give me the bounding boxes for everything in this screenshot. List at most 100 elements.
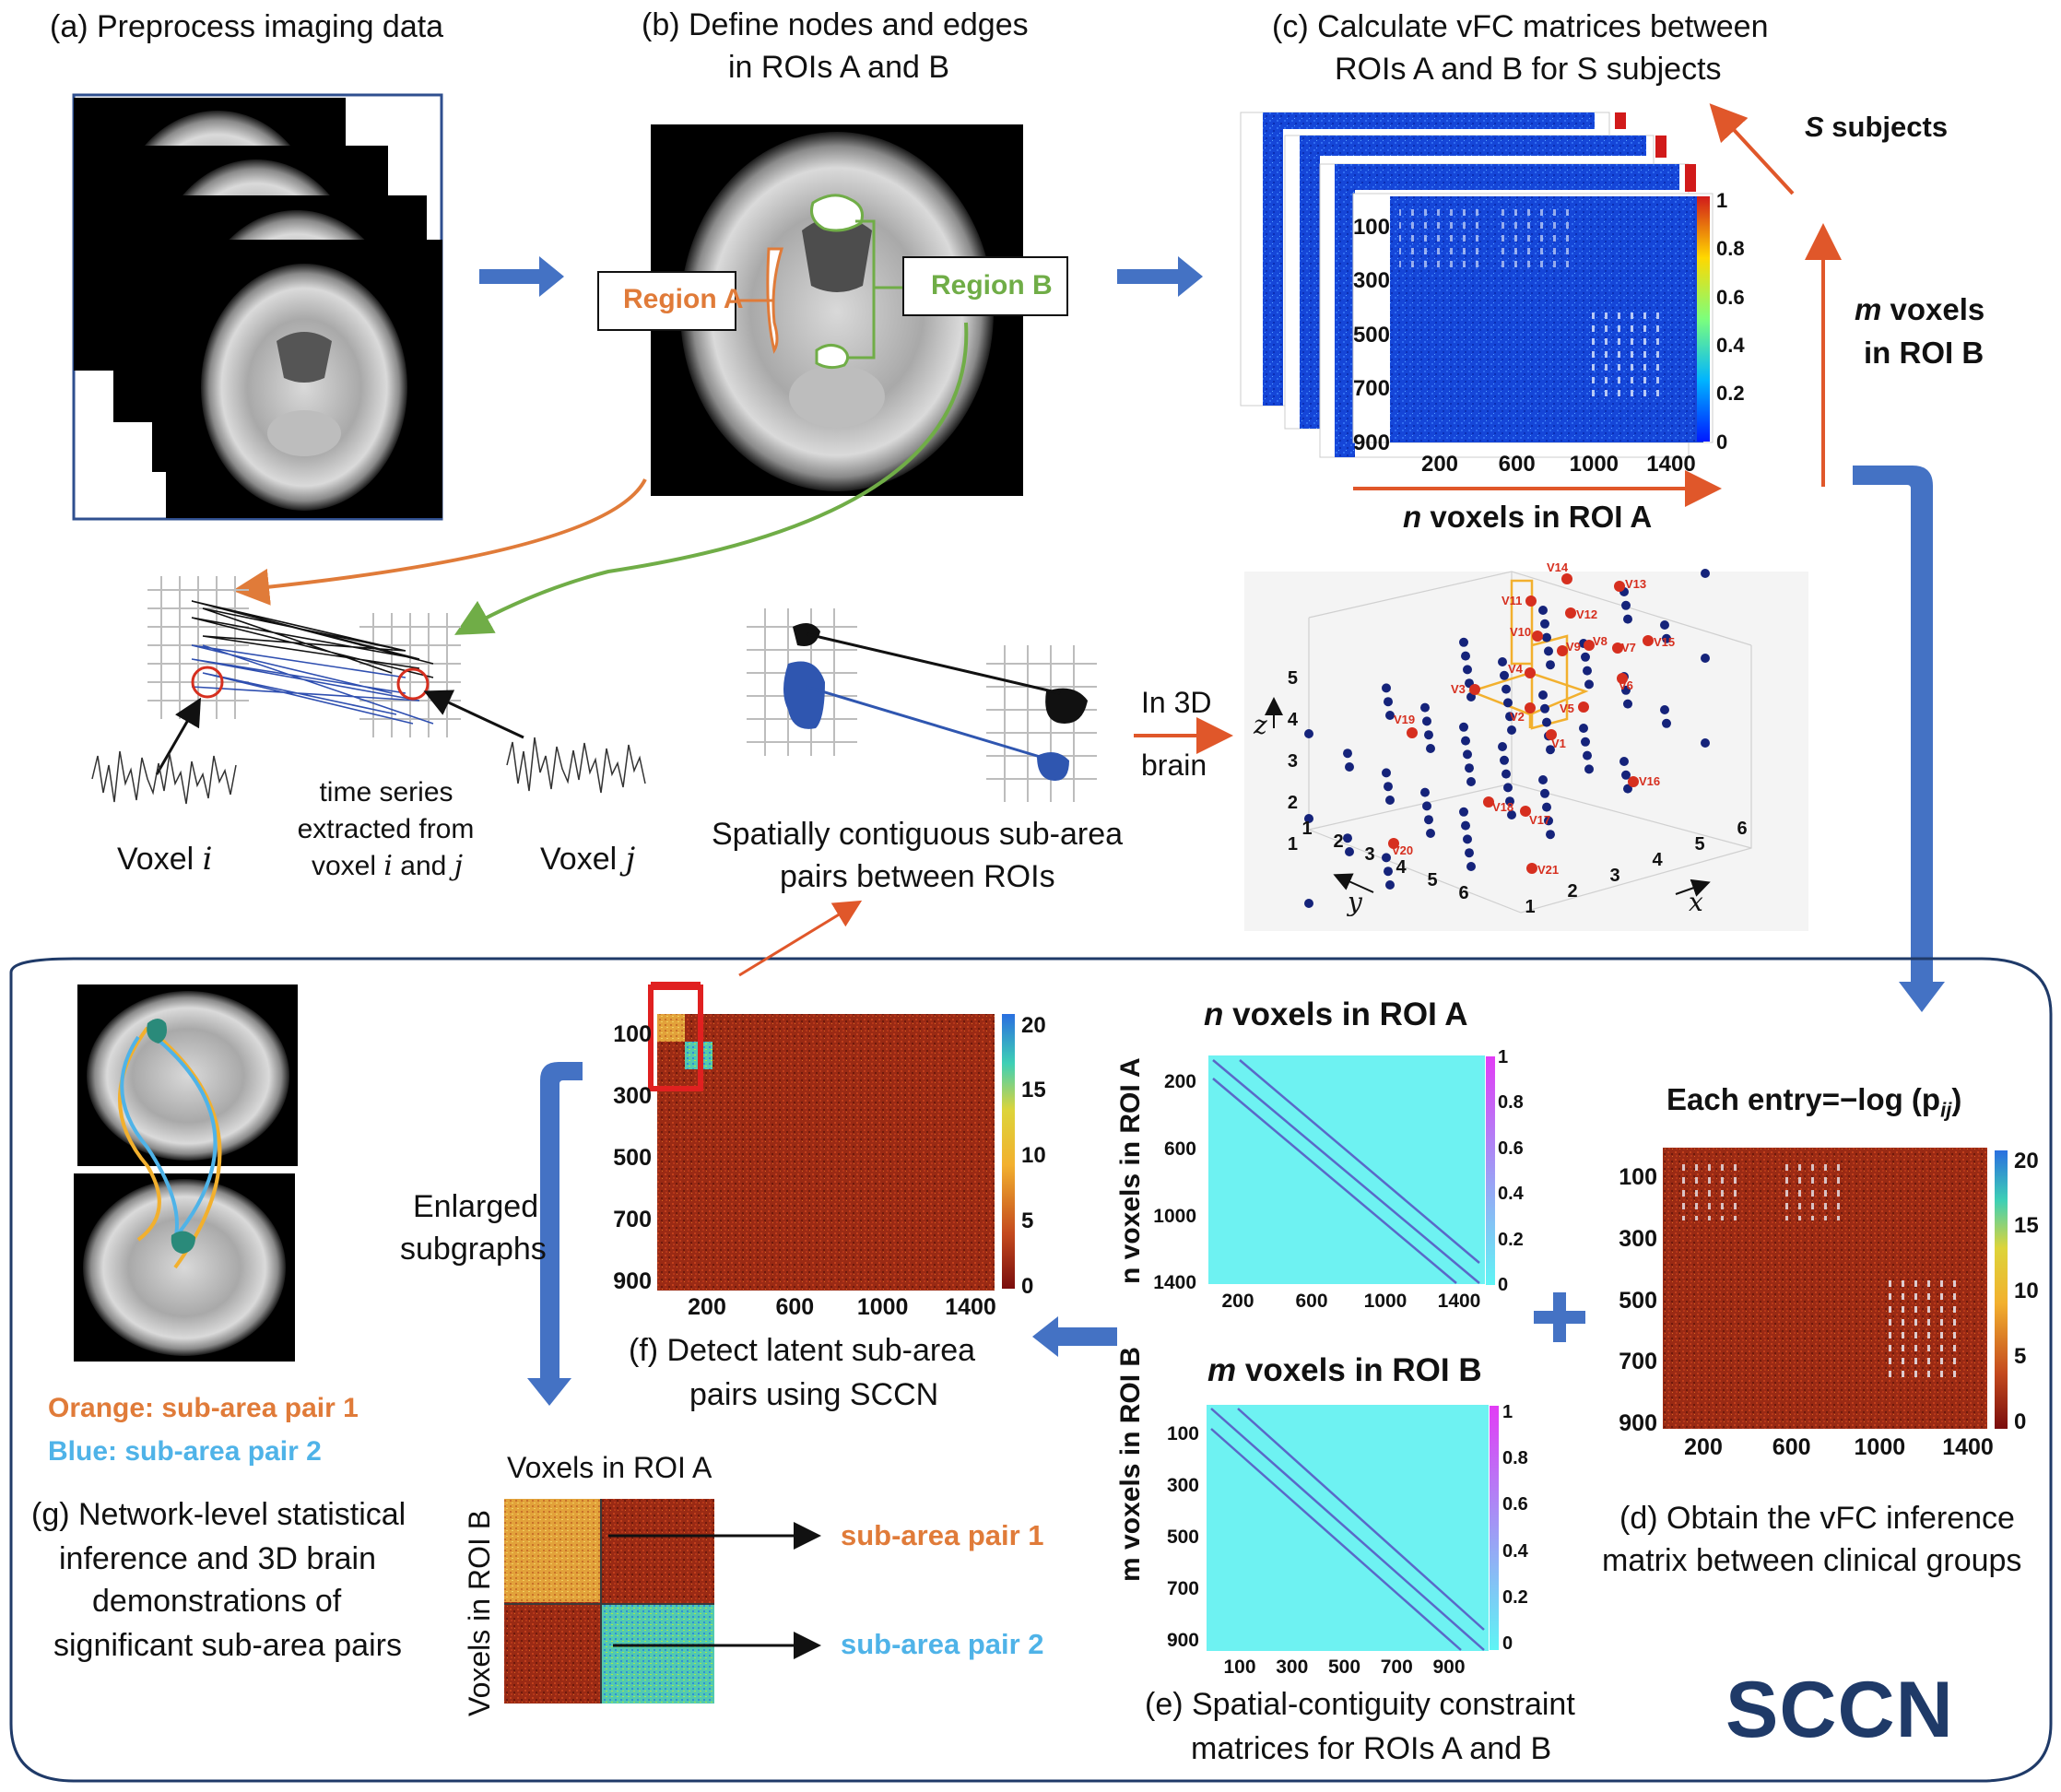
- region-b-label: Region B: [931, 270, 1053, 301]
- highlight-node: [1526, 863, 1537, 874]
- grid-node: [1538, 775, 1548, 784]
- grid-node: [1459, 807, 1468, 817]
- highlight-node-label: V20: [1392, 843, 1413, 857]
- constraint_matrix_e_top-y-tick: 1400: [1153, 1272, 1196, 1294]
- voxel-network: [91, 322, 969, 805]
- highlight-node: [1407, 727, 1418, 738]
- axis-z-label: z: [1254, 710, 1267, 740]
- sccn-frame: [9, 957, 2053, 1783]
- grid-node: [1540, 703, 1549, 713]
- highlight-node-label: V14: [1547, 560, 1569, 574]
- grid-3d-y-tick: 6: [1458, 883, 1469, 903]
- vfc_matrix_c-x-tick: 1400: [1646, 452, 1696, 477]
- blue-legend: Blue: sub-area pair 2: [48, 1436, 322, 1467]
- grid-node: [1538, 690, 1548, 700]
- grid-node: [1498, 742, 1507, 751]
- highlight-node-label: V2: [1510, 710, 1525, 724]
- sccn_matrix_f-colorbar-tick: 5: [1021, 1208, 1034, 1233]
- vfc_matrix_c-y-tick: 500: [1352, 322, 1390, 348]
- grid-node: [1304, 729, 1313, 738]
- grid-node: [1343, 833, 1352, 843]
- grid-node: [1542, 802, 1551, 812]
- axis-x-label: x: [1689, 887, 1703, 917]
- e-bottom-title: m voxels in ROI B: [1207, 1352, 1482, 1388]
- e-bottom-ylabel: m voxels in ROI B: [1115, 1346, 1146, 1582]
- vfc_matrix_c-x-tick: 200: [1420, 452, 1459, 477]
- grid-node: [1384, 697, 1393, 707]
- grid-node: [1584, 679, 1594, 690]
- highlight-node: [1525, 595, 1537, 607]
- highlight-node: [1483, 796, 1494, 808]
- highlight-node: [1546, 729, 1557, 740]
- grid-node: [1461, 820, 1470, 831]
- inference_matrix_d-x-tick: 1000: [1854, 1434, 1906, 1460]
- constraint_matrix_e_bottom-y-tick: 900: [1166, 1630, 1199, 1652]
- grid-3d-x-tick: 3: [1609, 866, 1620, 886]
- s-subjects-label: S subjects: [1805, 111, 1949, 143]
- inference_matrix_d-colorbar-tick: 15: [2014, 1213, 2039, 1239]
- constraint_matrix_e_bottom-x-tick: 100: [1223, 1656, 1256, 1678]
- grid-node: [1465, 763, 1474, 773]
- highlight-node-label: V16: [1639, 774, 1660, 788]
- in-3d-label-line2: brain: [1141, 749, 1207, 782]
- highlight-node: [1520, 806, 1531, 817]
- grid-node: [1385, 711, 1395, 720]
- grid-node: [1343, 749, 1352, 759]
- grid-node: [1385, 880, 1395, 890]
- sccn_matrix_f-x-tick: 1400: [945, 1294, 996, 1320]
- grid-node: [1660, 620, 1669, 630]
- voxel-i-label: Voxel i: [117, 841, 213, 878]
- sccn_matrix_f-colorbar-tick: 15: [1021, 1078, 1046, 1103]
- panel-d-title-line2: matrix between clinical groups: [1602, 1543, 2022, 1578]
- sccn_matrix_f-x-tick: 1000: [856, 1294, 909, 1320]
- constraint_matrix_e_bottom-x-tick: 900: [1432, 1656, 1466, 1678]
- grid-node: [1345, 847, 1354, 856]
- sccn_matrix_f-y-tick: 100: [613, 1021, 652, 1047]
- orange-legend: Orange: sub-area pair 1: [48, 1393, 359, 1423]
- highlight-node-label: V21: [1537, 863, 1559, 877]
- grid-node: [1424, 730, 1433, 740]
- grid-node: [1662, 633, 1671, 643]
- highlight-node-label: V10: [1510, 625, 1531, 639]
- grid-node: [1507, 725, 1516, 735]
- panel-d-title-line1: (d) Obtain the vFC inference: [1619, 1501, 2015, 1536]
- highlight-node-label: V19: [1394, 713, 1415, 726]
- grid-node: [1304, 899, 1313, 908]
- grid-node: [1461, 736, 1470, 746]
- grid-node: [1662, 718, 1671, 728]
- flow-arrows-blue: [479, 256, 1945, 1406]
- grid-node: [1584, 764, 1594, 774]
- inference_matrix_d-x-tick: 200: [1684, 1434, 1723, 1460]
- inference_matrix_d-colorbar-tick: 0: [2014, 1409, 2027, 1434]
- grid-node: [1385, 796, 1395, 805]
- panel-g-brains: [74, 984, 298, 1362]
- grid-node: [1544, 816, 1553, 826]
- constraint_matrix_e_top-x-tick: 600: [1295, 1291, 1328, 1312]
- panel-c-title-line1: (c) Calculate vFC matrices between: [1272, 9, 1769, 44]
- grid-node: [1540, 788, 1549, 798]
- grid-node: [1701, 738, 1710, 748]
- sccn-title: SCCN: [1725, 1666, 1954, 1754]
- grid-node: [1623, 784, 1632, 794]
- constraint_matrix_e_bottom-colorbar-tick: 0.2: [1502, 1586, 1528, 1608]
- grid-node: [1304, 814, 1313, 823]
- grid-node: [1463, 834, 1472, 844]
- pair2-label: sub-area pair 2: [841, 1628, 1044, 1660]
- grid-node: [1583, 666, 1592, 676]
- highlight-node-label: V15: [1654, 635, 1675, 649]
- constraint_matrix_e_top-x-tick: 200: [1221, 1291, 1254, 1312]
- constraint_matrix_e_bottom-colorbar-tick: 0.8: [1502, 1448, 1528, 1469]
- sccn_matrix_f-colorbar-tick: 10: [1021, 1143, 1046, 1169]
- grid-node: [1505, 712, 1514, 722]
- highlight-node-label: V1: [1551, 737, 1566, 750]
- grid-node: [1502, 684, 1511, 694]
- e-top-ylabel: n voxels in ROI A: [1115, 1057, 1146, 1284]
- panel-g-title-line3: demonstrations of: [92, 1584, 342, 1619]
- panel-f-matrix: [648, 900, 1015, 1291]
- constraint_matrix_e_bottom-colorbar-tick: 0.6: [1502, 1494, 1528, 1515]
- grid-3d-y-tick: 1: [1301, 819, 1313, 839]
- highlight-node: [1578, 701, 1589, 713]
- constraint_matrix_e_top-colorbar-tick: 0.2: [1498, 1229, 1524, 1250]
- voxels-roi-a-label: Voxels in ROI A: [507, 1451, 713, 1484]
- constraint_matrix_e_top-y-tick: 600: [1163, 1138, 1196, 1161]
